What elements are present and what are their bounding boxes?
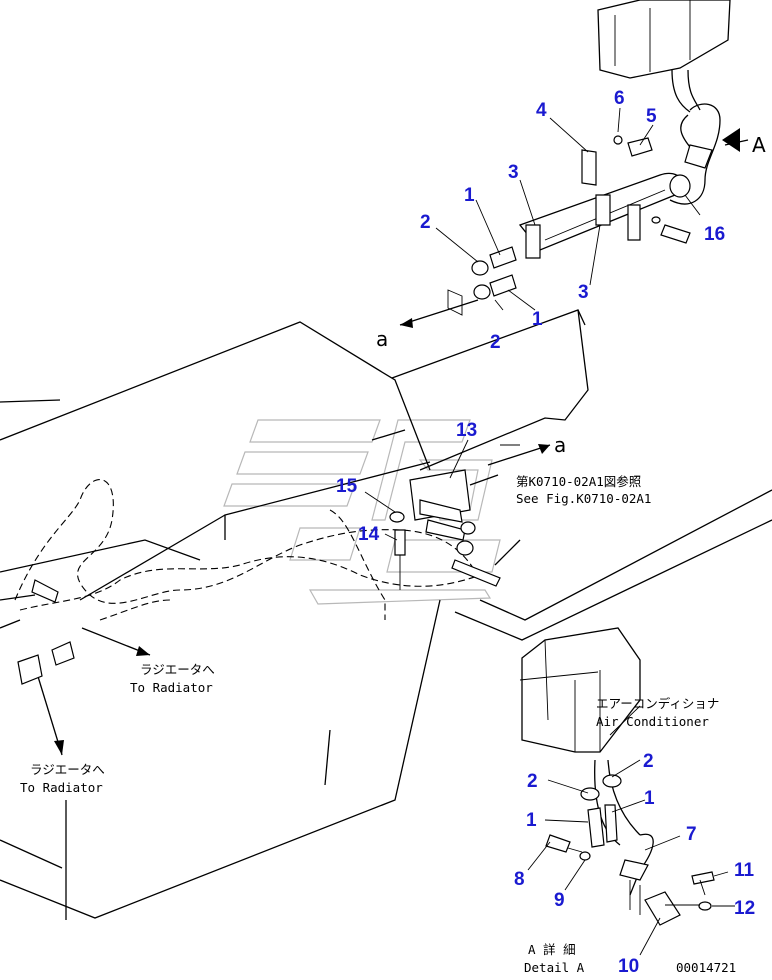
middle-hose-assembly xyxy=(389,444,551,590)
callout-4: 4 xyxy=(536,100,547,121)
part-callouts: 1 1 1 1 2 2 2 2 3 3 4 5 6 7 8 9 10 11 12… xyxy=(336,88,755,977)
air-conditioner-label-jp: エアーコンディショナ xyxy=(596,696,719,711)
to-radiator-label-en: To Radiator xyxy=(20,780,103,795)
ref-a-label-top: a xyxy=(376,327,388,351)
callout-6: 6 xyxy=(614,88,625,109)
air-conditioner-label-en: Air Conditioner xyxy=(596,714,709,729)
machine-body-outline xyxy=(0,309,772,920)
ref-a-label-mid: a xyxy=(554,433,566,457)
callout-2: 2 xyxy=(420,212,431,233)
to-radiator-label-jp: ラジエータへ xyxy=(140,662,215,677)
callout-16: 16 xyxy=(704,224,725,245)
callout-1: 1 xyxy=(526,810,537,831)
callout-2: 2 xyxy=(643,751,654,772)
callout-3: 3 xyxy=(508,162,519,183)
callout-5: 5 xyxy=(646,106,657,127)
callout-14: 14 xyxy=(358,524,380,545)
callout-13: 13 xyxy=(456,420,477,441)
callout-3: 3 xyxy=(578,282,589,303)
detail-a-assembly xyxy=(519,627,715,926)
view-a-label: A xyxy=(752,133,766,157)
callout-1: 1 xyxy=(464,185,475,206)
callout-8: 8 xyxy=(514,869,525,890)
detail-a-label-jp: A 詳 細 xyxy=(528,942,576,957)
see-figure-note-jp: 第K0710-02A1図参照 xyxy=(516,474,641,489)
callout-2: 2 xyxy=(527,771,538,792)
see-figure-note-en: See Fig.K0710-02A1 xyxy=(516,491,651,506)
annotation-labels: A a a 第K0710-02A1図参照 See Fig.K0710-02A1 … xyxy=(20,133,766,975)
to-radiator-label-jp: ラジエータへ xyxy=(30,762,105,777)
callout-2: 2 xyxy=(490,332,501,353)
callout-1: 1 xyxy=(644,788,655,809)
top-hose-assembly xyxy=(399,0,749,328)
callout-15: 15 xyxy=(336,476,358,497)
callout-11: 11 xyxy=(734,860,755,881)
drawing-number: 00014721 xyxy=(676,960,736,975)
callout-1: 1 xyxy=(532,309,543,330)
to-radiator-arrows xyxy=(17,579,151,756)
callout-10: 10 xyxy=(618,956,639,977)
leader-lines xyxy=(364,107,735,956)
callout-7: 7 xyxy=(686,824,697,845)
callout-12: 12 xyxy=(734,898,755,919)
to-radiator-label-en: To Radiator xyxy=(130,680,213,695)
detail-a-label-en: Detail A xyxy=(524,960,585,975)
hose-routing-dashed xyxy=(14,479,481,621)
callout-9: 9 xyxy=(554,890,565,911)
